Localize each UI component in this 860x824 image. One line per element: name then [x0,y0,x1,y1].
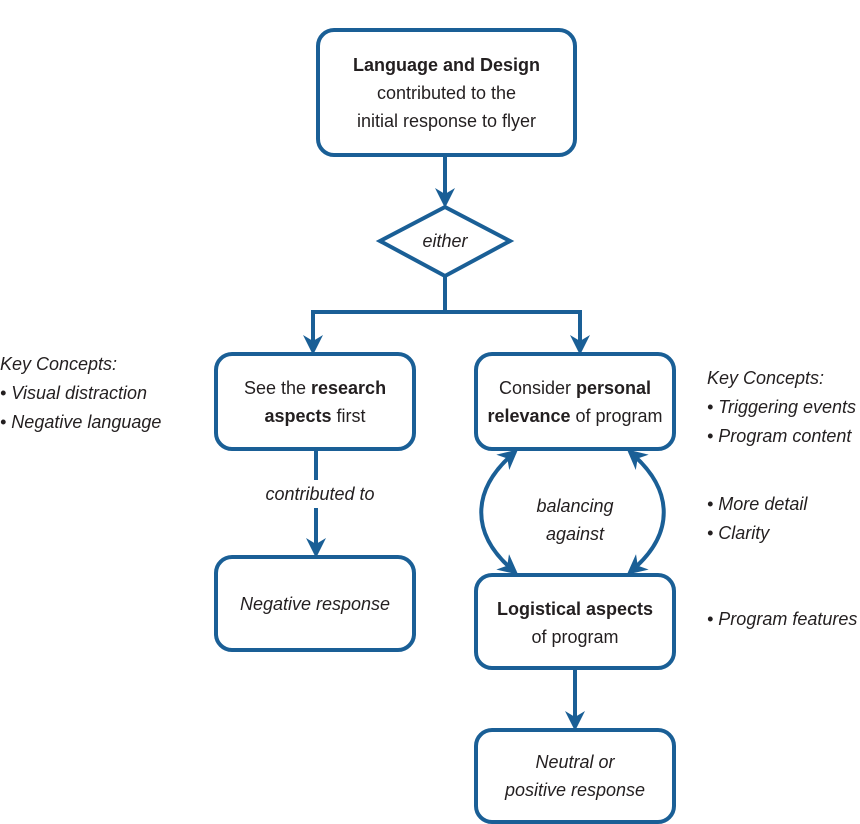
key-concepts-right: Key Concepts: • Triggering events • Prog… [707,364,856,451]
key-right-features: • Program features [707,609,858,629]
research-pre: See the [243,378,311,398]
personal-text: Consider personal relevance of program [476,374,674,430]
research-text: See the research aspects first [216,374,414,430]
logistical-line2: of program [531,627,619,647]
arrow-left-branch [303,310,445,355]
neutral-line1: Neutral or [535,752,615,772]
key-right-title: Key Concepts: [707,368,825,388]
key-left-title: Key Concepts: [0,354,118,374]
logistical-text: Logistical aspects of program [476,595,674,651]
edge-label-balancing: balancing against [500,492,650,548]
key-left-item: • Visual distraction [0,383,148,403]
arrow-balance-left [479,449,519,575]
key-right-item: • Clarity [707,523,770,543]
key-right-item: • Triggering events [707,397,857,417]
personal-pre: Consider [498,378,576,398]
negative-label: Negative response [239,594,391,614]
personal-bold2: relevance [487,406,571,426]
research-post: first [331,406,366,426]
edge-label-contributed: contributed to [230,480,410,508]
neutral-text: Neutral or positive response [476,748,674,804]
personal-post: of program [570,406,663,426]
top-title: Language and Design [352,55,541,75]
key-right-item: • More detail [707,494,808,514]
arrow-right-branch [445,310,590,355]
arrow-balance-right [626,449,666,575]
decision-label: either [422,231,468,251]
personal-bold1: personal [576,378,652,398]
research-bold1: research [311,378,387,398]
key-concepts-left: Key Concepts: • Visual distraction • Neg… [0,350,161,437]
key-left-item: • Negative language [0,412,162,432]
research-bold2: aspects [264,406,332,426]
neutral-line2: positive response [504,780,646,800]
top-line2: contributed to the [376,83,517,103]
top-line3: initial response to flyer [356,111,537,131]
balancing-line1: balancing [536,496,614,516]
logistical-bold: Logistical aspects [496,599,654,619]
balancing-line2: against [545,524,605,544]
top-box-text: Language and Design contributed to the i… [318,51,575,135]
key-right-item: • Program content [707,426,852,446]
key-right-detail: • More detail • Clarity [707,490,807,548]
